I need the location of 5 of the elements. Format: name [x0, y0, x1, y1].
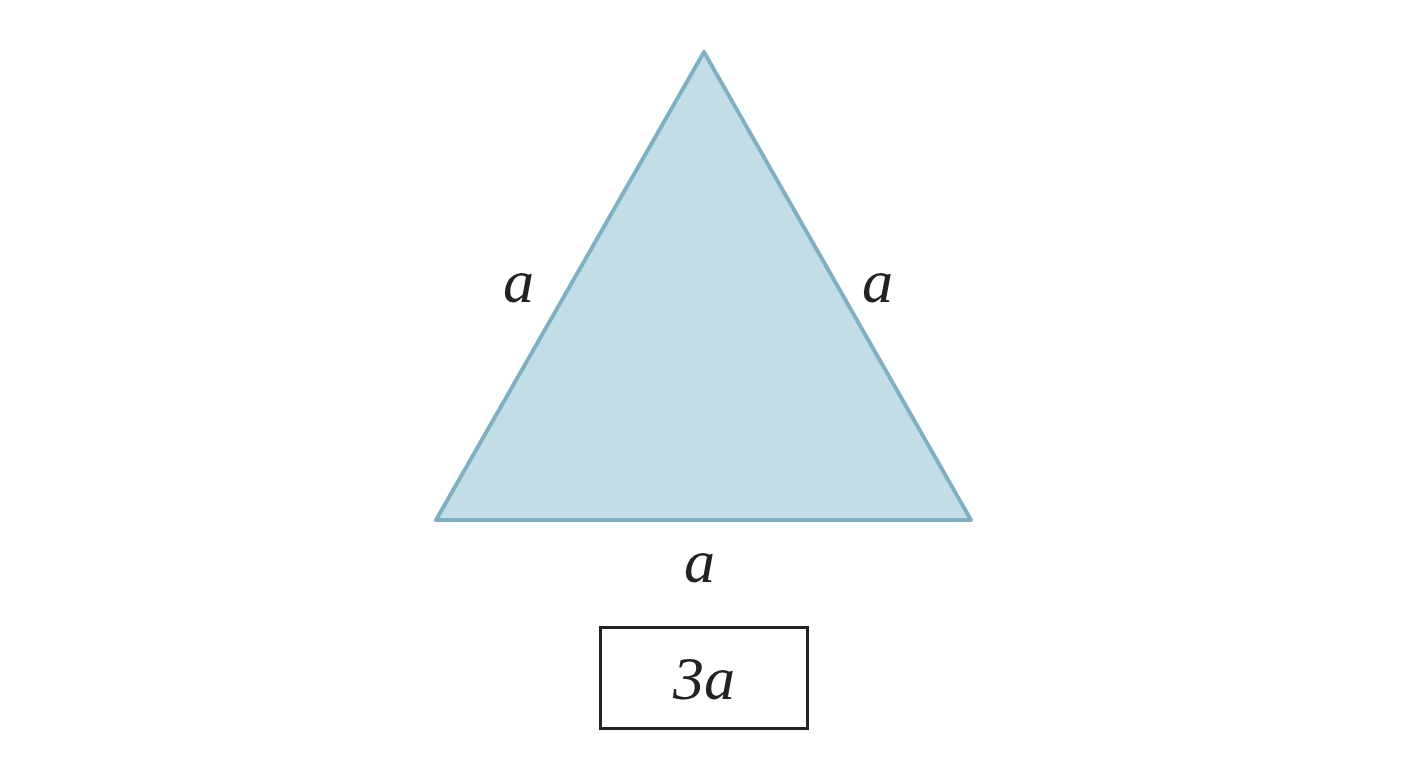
answer-text: 3a	[673, 647, 735, 709]
side-label: a	[862, 250, 893, 312]
answer-box	[599, 626, 809, 730]
side-label: a	[684, 530, 715, 592]
side-label: a	[503, 250, 534, 312]
